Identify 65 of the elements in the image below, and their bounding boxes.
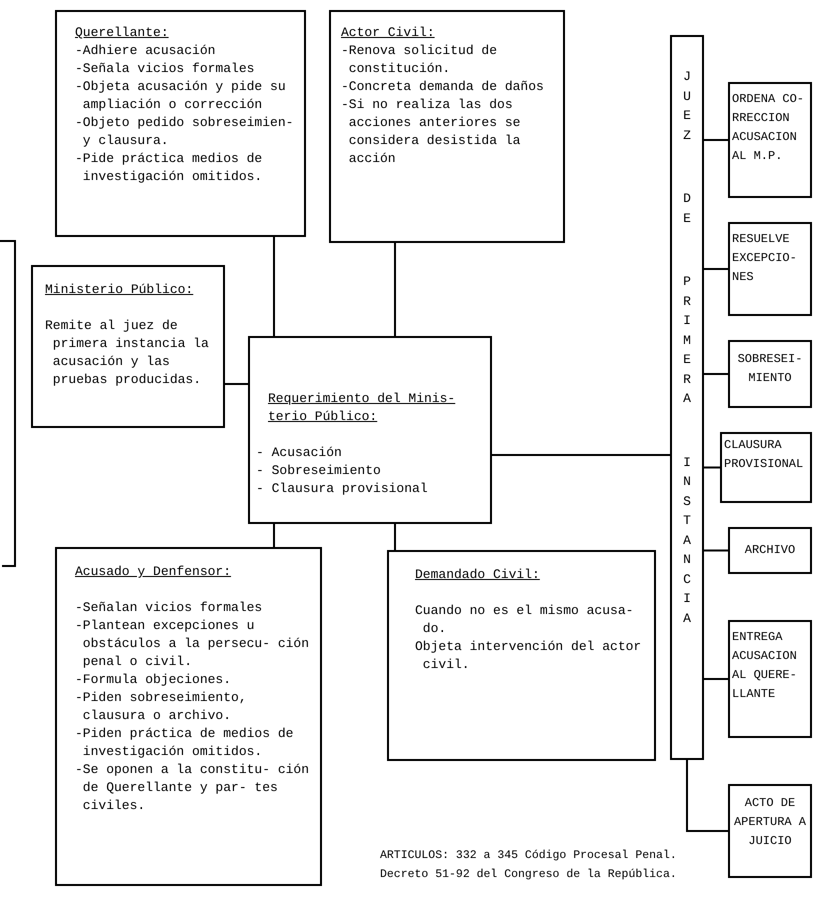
vertical-label: INSTANCIA xyxy=(683,454,691,628)
list-item: -Se oponen a la constitu- ción de Querellante y par- tes civiles. xyxy=(75,761,310,815)
list-item: -Objeta acusación y pide su ampliación o corrección xyxy=(75,78,287,114)
list-item: -Señala vicios formales xyxy=(75,60,256,78)
list-item: -Si no realiza las dos acciones anteriores se considera desistida la acción xyxy=(341,96,522,168)
connector-line xyxy=(394,524,396,550)
list-item: Remite al juez de primera instancia la acusación y las pruebas producidas. xyxy=(45,317,210,389)
connector-line xyxy=(492,454,670,456)
action-box xyxy=(728,527,812,574)
action-text: ENTREGA ACUSACION AL QUERE- LLANTE xyxy=(732,629,798,703)
connector-line xyxy=(273,524,275,547)
list-item: -Señalan vicios formales xyxy=(75,599,264,617)
list-item: -Concreta demanda de daños xyxy=(341,78,545,96)
vertical-label: JUEZ xyxy=(683,68,691,144)
action-text: ORDENA CO- RRECCION ACUSACION AL M.P. xyxy=(732,91,806,165)
action-box xyxy=(728,222,812,316)
list-item: -Objeto pedido sobreseimien- y clausura. xyxy=(75,114,294,150)
list-item: - Sobreseimiento xyxy=(256,462,382,480)
list-item: -Piden práctica de medios de investigación omitidos. xyxy=(75,725,294,761)
role-box xyxy=(31,265,225,428)
list-item: Cuando no es el mismo acusa- do. xyxy=(415,602,634,638)
box-heading: Actor Civil: xyxy=(341,24,436,42)
role-box xyxy=(248,336,492,524)
box-heading: Acusado y Denfensor: xyxy=(75,563,232,581)
judge-band xyxy=(670,35,704,760)
vertical-label: DE xyxy=(683,190,691,228)
action-box xyxy=(720,432,812,503)
role-box xyxy=(329,10,565,243)
action-text: CLAUSURA PROVISIONAL xyxy=(724,437,804,473)
list-item: -Formula objeciones. xyxy=(75,671,232,689)
box-heading: Ministerio Público: xyxy=(45,281,194,299)
connector-line xyxy=(704,373,728,375)
list-item: - Clausura provisional xyxy=(256,480,429,498)
action-text: SOBRESEI- MIENTO xyxy=(736,351,804,387)
connector-line xyxy=(686,760,728,832)
box-heading: Demandado Civil: xyxy=(415,566,541,584)
connector-line xyxy=(704,550,728,552)
role-box xyxy=(55,547,322,886)
list-item: - Acusación xyxy=(256,444,343,462)
box-heading: Requerimiento del Minis- terio Público: xyxy=(267,390,456,426)
connector-line xyxy=(273,237,275,336)
list-item: -Adhiere acusación xyxy=(75,42,216,60)
role-box xyxy=(387,550,656,761)
action-box xyxy=(728,620,812,738)
list-item: -Plantean excepciones u obstáculos a la persecu- ción penal o civil. xyxy=(75,617,310,671)
action-box xyxy=(728,82,812,198)
connector-line xyxy=(225,383,248,385)
action-text: ARCHIVO xyxy=(744,542,796,559)
connector-line xyxy=(704,268,728,270)
action-text: ACTO DE APERTURA A JUICIO xyxy=(732,795,807,850)
connector-line xyxy=(704,678,728,680)
vertical-label: PRIMERA xyxy=(683,273,691,408)
action-box xyxy=(728,784,812,878)
list-item: -Pide práctica medios de investigación omitidos. xyxy=(75,150,264,186)
connector-line xyxy=(704,139,728,141)
list-item: -Piden sobreseimiento, clausura o archivo. xyxy=(75,689,248,725)
box-heading: Querellante: xyxy=(75,24,170,42)
connector-line xyxy=(704,466,720,468)
list-item: Objeta intervención del actor civil. xyxy=(415,638,642,674)
list-item: -Renova solicitud de constitución. xyxy=(341,42,498,78)
action-text: RESUELVE EXCEPCIO- NES xyxy=(732,231,798,286)
action-box xyxy=(728,340,812,408)
role-box xyxy=(55,10,306,237)
reference-note: ARTICULOS: 332 a 345 Código Procesal Penal. Decreto 51-92 del Congreso de la República. xyxy=(380,848,678,883)
connector-line xyxy=(394,243,396,336)
